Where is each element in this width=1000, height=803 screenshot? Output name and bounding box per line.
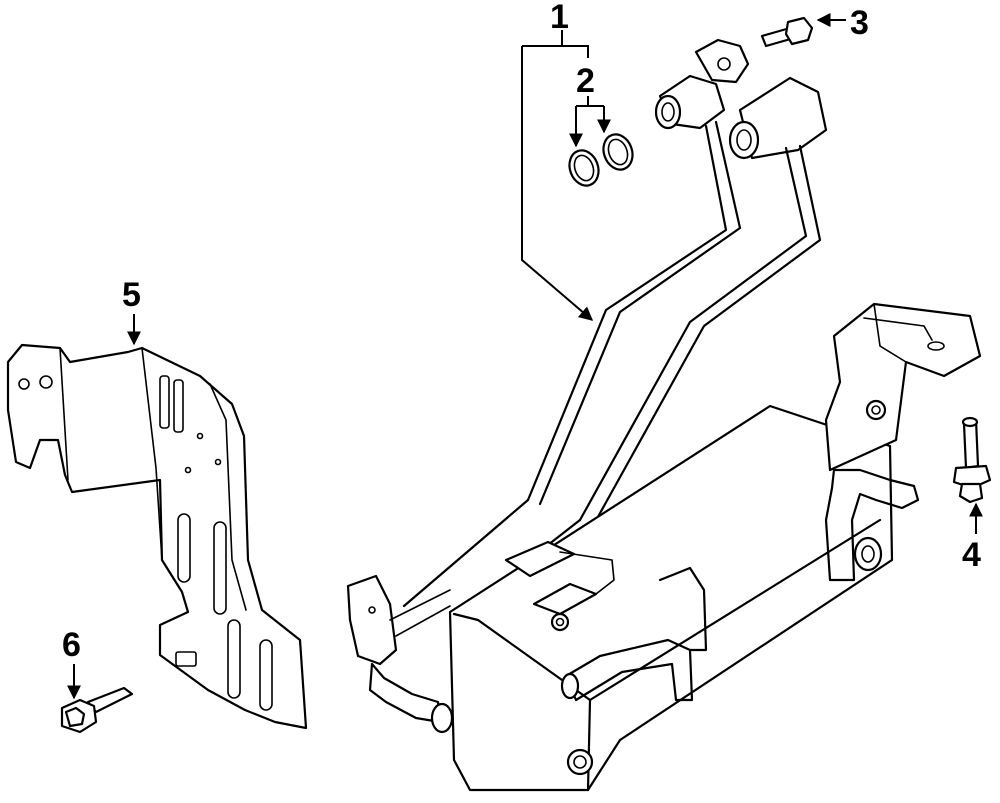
bolt-part-4 (952, 416, 992, 504)
oil-cooler (346, 302, 982, 792)
callout-5: 5 (122, 276, 141, 314)
callout-6: 6 (62, 626, 81, 664)
callout-2: 2 (576, 62, 595, 100)
bolt-part-6 (60, 686, 134, 734)
callout-1: 1 (550, 0, 569, 36)
callout-4: 4 (962, 536, 981, 574)
hose-assembly-part-1 (402, 38, 828, 614)
bolt-part-3 (760, 16, 814, 48)
clamps-part-2 (568, 133, 634, 187)
callout-3: 3 (850, 4, 869, 42)
leaders (67, 13, 983, 700)
bracket-part-5 (6, 343, 308, 730)
